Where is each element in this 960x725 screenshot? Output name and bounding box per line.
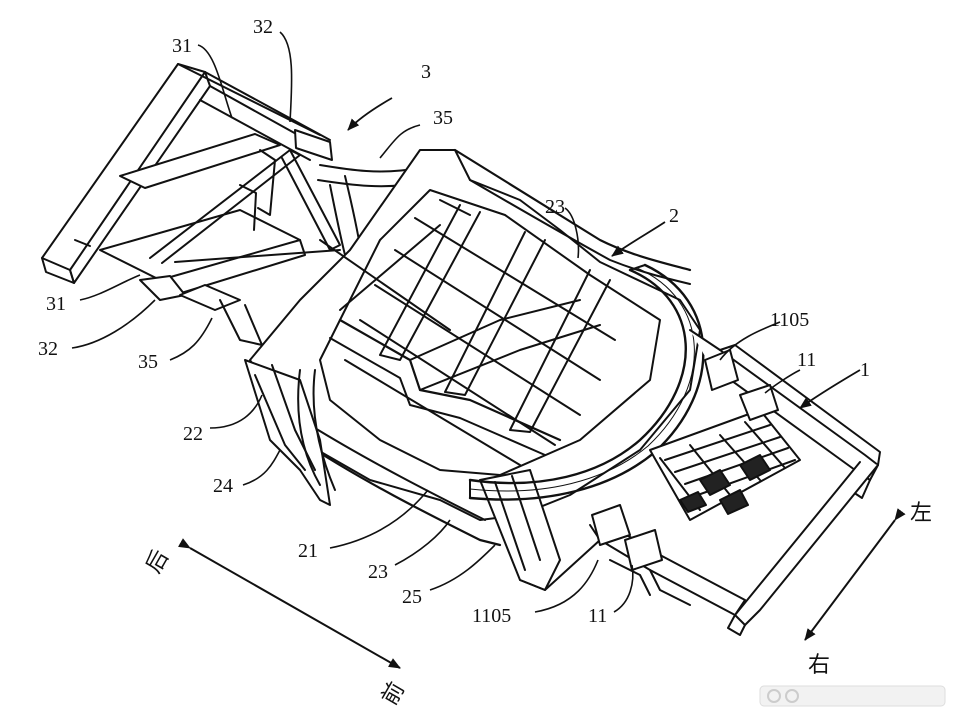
label-32-top: 32 (253, 16, 273, 38)
label-35-top: 35 (433, 107, 453, 129)
direction-front-label: 前 (377, 678, 410, 710)
label-1105-top: 1105 (770, 309, 809, 331)
label-25: 25 (402, 586, 422, 608)
label-1: 1 (860, 359, 870, 381)
label-24: 24 (213, 475, 233, 497)
label-1105-bottom: 1105 (472, 605, 511, 627)
direction-right-label: 右 (808, 652, 830, 677)
assembly-arrows (347, 97, 861, 409)
leader-lines (71, 31, 801, 613)
direction-arrows (177, 508, 906, 669)
label-2: 2 (669, 205, 679, 227)
arrow-1 (799, 369, 861, 409)
label-35-left: 35 (138, 351, 158, 373)
rear-front-arrow (177, 538, 401, 669)
label-11-bottom: 11 (588, 605, 607, 627)
arrow-3 (347, 97, 393, 131)
left-right-arrow (804, 508, 906, 641)
direction-rear-label: 后 (141, 546, 174, 578)
label-21: 21 (298, 540, 318, 562)
label-22: 22 (183, 423, 203, 445)
label-23-bottom: 23 (368, 561, 388, 583)
arrow-2 (611, 221, 666, 257)
watermark-logo (759, 685, 946, 707)
label-31-left: 31 (46, 293, 66, 315)
label-3: 3 (421, 61, 431, 83)
label-32-left: 32 (38, 338, 58, 360)
middle-frame (244, 148, 701, 591)
label-31-top: 31 (172, 35, 192, 57)
label-23-top: 23 (545, 196, 565, 218)
rear-frame (41, 63, 341, 346)
direction-left-label: 左 (910, 500, 932, 525)
label-11-top: 11 (797, 349, 816, 371)
